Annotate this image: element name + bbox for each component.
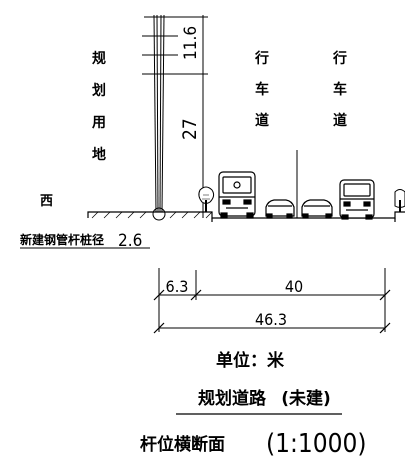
dim-mid: 40 — [285, 277, 303, 296]
west-label: 西 — [40, 194, 53, 209]
planned-land-char-3: 用 — [92, 115, 106, 131]
lane-left-char-3: 道 — [255, 112, 269, 129]
car-icon — [301, 199, 333, 219]
pole-height-top: 11.6 — [181, 26, 201, 60]
planned-land-char-4: 地 — [92, 146, 106, 163]
pole-diameter: 2.6 — [118, 231, 142, 251]
road-status: (未建) — [281, 388, 331, 409]
car-icon — [265, 199, 295, 219]
lane-right-char-1: 行 — [332, 50, 347, 67]
dim-total: 46.3 — [255, 310, 287, 329]
lane-left-char-2: 车 — [255, 81, 269, 98]
planned-land-label: 规 划 用 地 — [92, 51, 106, 163]
unit-label: 单位：米 — [216, 350, 285, 371]
tree-icon — [394, 189, 405, 212]
road-name: 规划道路 — [198, 388, 267, 409]
lane-left-char-1: 行 — [254, 50, 269, 67]
dim-left: 6.3 — [166, 277, 189, 296]
pole-height-main: 27 — [179, 118, 201, 140]
horizontal-dimensions — [153, 268, 391, 334]
section-title: 杆位横断面 — [140, 434, 225, 455]
height-dimension — [176, 15, 208, 218]
ground-hatch — [91, 211, 213, 219]
pole-note: 新建钢管杆桩径 — [20, 232, 104, 247]
bus-icon — [339, 179, 375, 220]
bus-icon — [218, 171, 256, 219]
section-scale: (1:1000) — [266, 429, 367, 459]
ground-line — [87, 211, 405, 222]
tree-icon — [198, 186, 215, 212]
lane-right-char-3: 道 — [333, 112, 347, 129]
planned-land-char-1: 规 — [92, 51, 106, 67]
planned-land-char-2: 划 — [92, 82, 106, 99]
lane-right-label: 行 车 道 — [332, 50, 347, 129]
steel-pole — [142, 14, 178, 221]
lane-left-label: 行 车 道 — [254, 50, 269, 129]
lane-right-char-2: 车 — [333, 81, 347, 98]
